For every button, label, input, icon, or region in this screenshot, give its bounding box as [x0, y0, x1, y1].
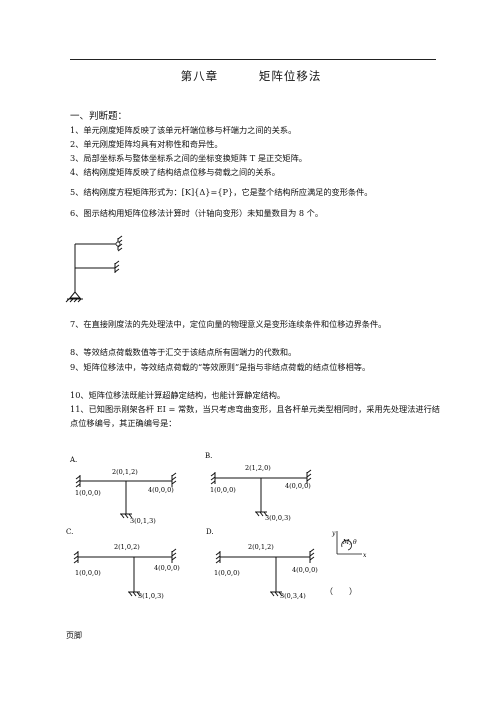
option-c-label: C.: [66, 528, 73, 536]
option-d-node-4: 4(0,0,0): [292, 566, 318, 574]
question-9: 9、矩阵位移法中，等效结点荷载的“等效原则”是指与非结点荷载的结点位移相等。: [70, 362, 371, 372]
option-c-figure: C. 2(1,0,2) 1(0,0,0) 4(0,0,0) 3(1,0,3): [66, 528, 180, 600]
section-heading: 一、判断题：: [70, 111, 128, 122]
coordinate-axes-legend: y x M, θ: [331, 530, 367, 559]
question-1: 1、单元刚度矩阵反映了该单元杆端位移与杆端力之间的关系。: [70, 125, 297, 135]
question-6: 6、图示结构用矩阵位移法计算时（计轴向变形）未知量数目为 8 个。: [70, 208, 324, 218]
option-a-node-3: 3(0,1,3): [130, 517, 156, 525]
option-c-node-1: 1(0,0,0): [75, 569, 101, 577]
option-d-figure: D. 2(0,1,2) 1(0,0,0) 4(0,0,0) 3(0,3,4): [206, 528, 318, 600]
question-3: 3、局部坐标系与整体坐标系之间的坐标变换矩阵 T 是正交矩阵。: [70, 153, 307, 163]
question-10: 10、矩阵位移法既能计算超静定结构，也能计算静定结构。: [70, 390, 286, 400]
option-d-node-2: 2(0,1,2): [248, 543, 274, 551]
chapter-title: 第八章 矩阵位移法: [0, 68, 502, 84]
question-11: 11、已知图示刚架各杆 EI = 常数，当只考虑弯曲变形，且各杆单元类型相同时，…: [70, 404, 440, 428]
axis-x-label: x: [363, 552, 367, 559]
chapter-number: 第八章: [180, 69, 219, 83]
question-5: 5、结构刚度方程矩阵形式为：[K]{Δ}={P}，它是整个结构所应满足的变形条件…: [70, 187, 373, 197]
question-6-frame-figure: [65, 235, 123, 303]
option-b-node-3: 3(0,0,3): [265, 514, 291, 522]
option-a-node-2: 2(0,1,2): [112, 468, 138, 476]
option-d-label: D.: [206, 528, 214, 536]
option-c-node-3: 3(1,0,3): [138, 592, 164, 600]
header-rule: [70, 59, 436, 60]
option-a-node-4: 4(0,0,0): [148, 486, 174, 494]
option-a-label: A.: [69, 456, 77, 464]
moment-label: M, θ: [342, 539, 357, 546]
answer-blank: （ ）: [325, 587, 357, 596]
chapter-name: 矩阵位移法: [258, 69, 322, 83]
question-7: 7、在直接刚度法的先处理法中，定位向量的物理意义是变形连续条件和位移边界条件。: [70, 319, 387, 329]
option-b-node-1: 1(0,0,0): [210, 486, 236, 494]
question-8: 8、等效结点荷载数值等于汇交于该结点所有固端力的代数和。: [70, 347, 297, 357]
option-b-figure: B. 2(1,2,0) 1(0,0,0) 4(0,0,0) 3(0,0,3): [205, 452, 312, 522]
option-a-node-1: 1(0,0,0): [75, 489, 101, 497]
axis-y-label: y: [331, 530, 336, 537]
option-d-node-1: 1(0,0,0): [214, 569, 240, 577]
question-4: 4、结构刚度矩阵反映了结构结点位移与荷载之间的关系。: [70, 167, 280, 177]
option-b-node-2: 2(1,2,0): [245, 464, 271, 472]
option-d-node-3: 3(0,3,4): [280, 592, 306, 600]
option-a-figure: A. 2(0,1,2) 1(0,0,0) 4(0,0,0) 3(0,1,3): [69, 456, 177, 525]
option-c-node-4: 4(0,0,0): [154, 564, 180, 572]
option-c-node-2: 2(1,0,2): [114, 543, 140, 551]
question-2: 2、单元刚度矩阵均具有对称性和奇异性。: [70, 139, 223, 149]
option-b-label: B.: [205, 452, 212, 460]
option-b-node-4: 4(0,0,0): [285, 482, 311, 490]
page-footer: 页脚: [66, 631, 82, 640]
